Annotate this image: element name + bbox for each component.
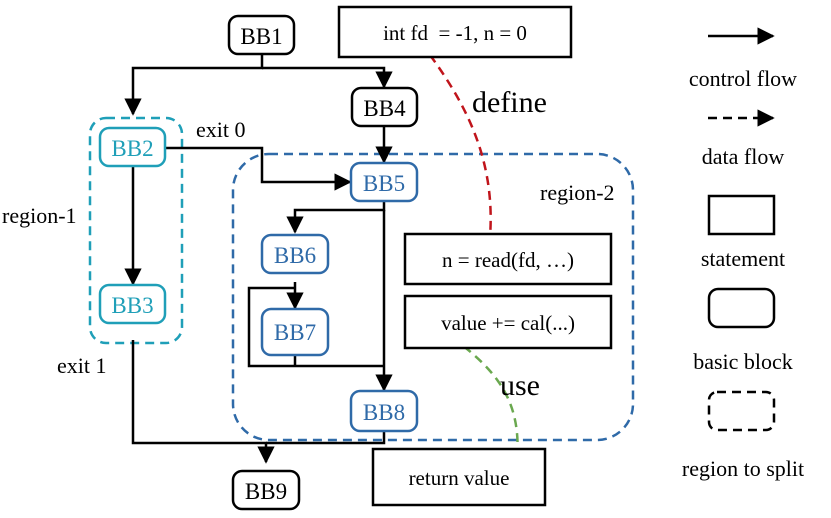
legend-statement-label: statement	[701, 246, 785, 271]
statement-init: int fd = -1, n = 0	[337, 5, 573, 59]
region-1-label: region-1	[2, 203, 77, 228]
basic-block-bb9: BB9	[231, 469, 301, 511]
bb3-label: BB3	[111, 293, 153, 318]
bb6-label: BB6	[274, 243, 316, 268]
edge-bb1-bb2	[124, 54, 264, 116]
edge-bb7-loop	[247, 286, 384, 368]
bb9-label: BB9	[245, 479, 287, 504]
legend-statement-box	[707, 194, 776, 236]
exit-1-label: exit 1	[57, 353, 107, 378]
bb7-label: BB7	[274, 320, 316, 345]
legend-region-label: region to split	[682, 456, 804, 481]
bb2-label: BB2	[111, 136, 153, 161]
edge-bb1-bb4	[262, 66, 393, 89]
define-data-flow-arrow	[428, 54, 499, 258]
region-2-outline	[231, 152, 635, 442]
region-1-outline	[88, 116, 184, 345]
basic-block-bb1: BB1	[227, 14, 296, 56]
statement-return: return value	[371, 447, 547, 507]
control-flow-edges	[124, 54, 393, 464]
statement-cal-text: value += cal(...)	[441, 311, 575, 335]
edge-bb2-bb5	[166, 146, 352, 191]
bb4-label: BB4	[363, 96, 406, 121]
legend-basic-block-box	[707, 287, 776, 329]
basic-block-bb2: BB2	[98, 126, 167, 168]
exit-0-label: exit 0	[196, 117, 246, 142]
statement-return-text: return value	[409, 466, 510, 490]
basic-block-bb6: BB6	[260, 233, 330, 275]
legend-data-flow-label: data flow	[702, 144, 785, 169]
basic-block-bb8: BB8	[349, 389, 419, 433]
use-label: use	[500, 369, 540, 402]
statement-read: n = read(fd, …)	[403, 232, 613, 286]
define-label: define	[472, 86, 547, 119]
statement-init-text: int fd = -1, n = 0	[383, 21, 527, 45]
edge-bb5-bb6	[286, 199, 386, 234]
legend-control-flow-label: control flow	[689, 66, 797, 91]
legend: control flow data flow statement basic b…	[682, 27, 804, 481]
legend-basic-block-label: basic block	[693, 349, 793, 374]
edge-bb3-bb9	[131, 340, 275, 464]
legend-region-box	[707, 390, 776, 432]
bb1-label: BB1	[240, 24, 282, 49]
bb8-label: BB8	[363, 400, 405, 425]
region-2-label: region-2	[540, 180, 615, 205]
basic-block-bb4: BB4	[350, 86, 419, 128]
basic-block-bb3: BB3	[98, 283, 167, 325]
statement-read-text: n = read(fd, …)	[442, 248, 574, 272]
edge-bb8-bb9	[266, 430, 386, 445]
bb5-label: BB5	[363, 171, 405, 196]
basic-block-bb7: BB7	[260, 307, 330, 357]
statement-cal: value += cal(...)	[403, 294, 613, 350]
basic-block-bb5: BB5	[349, 161, 419, 203]
